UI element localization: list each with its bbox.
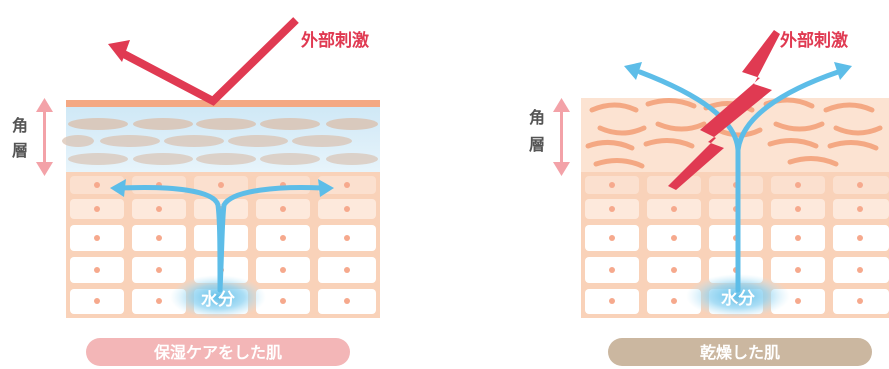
right-layer-label-top: 角	[529, 108, 545, 127]
left-water-arrow-right	[318, 179, 334, 197]
right-stimulus-label: 外部刺激	[780, 30, 848, 51]
right-layer-label-bottom: 層	[529, 135, 545, 154]
right-water-flow	[637, 69, 841, 293]
left-caption-pill	[86, 338, 350, 366]
left-layer-label-bottom: 層	[12, 141, 28, 160]
right-stimulus-bolt	[668, 30, 780, 190]
left-caption-text: 保湿ケアをした肌	[153, 343, 282, 362]
left-water-glow	[170, 275, 266, 319]
right-layer-bracket	[553, 98, 570, 176]
left-water-flow	[119, 185, 325, 293]
right-water-label: 水分	[721, 288, 755, 309]
left-water-label: 水分	[201, 289, 235, 310]
right-water-arrow-right	[834, 62, 852, 80]
right-caption-pill	[608, 338, 872, 366]
left-water-arrow-left	[110, 179, 126, 197]
left-layer-bracket	[36, 98, 53, 176]
right-caption-text: 乾燥した肌	[700, 343, 780, 362]
right-panel: 水分 外部刺激 角 層 乾燥した肌	[529, 30, 889, 366]
left-stimulus-label: 外部刺激	[301, 30, 369, 51]
left-stimulus-arrow	[108, 17, 299, 106]
left-layer-label-top: 角	[12, 116, 28, 135]
right-water-glow	[686, 274, 790, 318]
left-horny-cells	[62, 118, 378, 165]
left-panel: 水分 外部刺激 角 層 保湿ケアをした肌	[12, 17, 380, 366]
left-barrier-line	[66, 100, 380, 107]
right-water-arrow-left	[624, 62, 642, 80]
